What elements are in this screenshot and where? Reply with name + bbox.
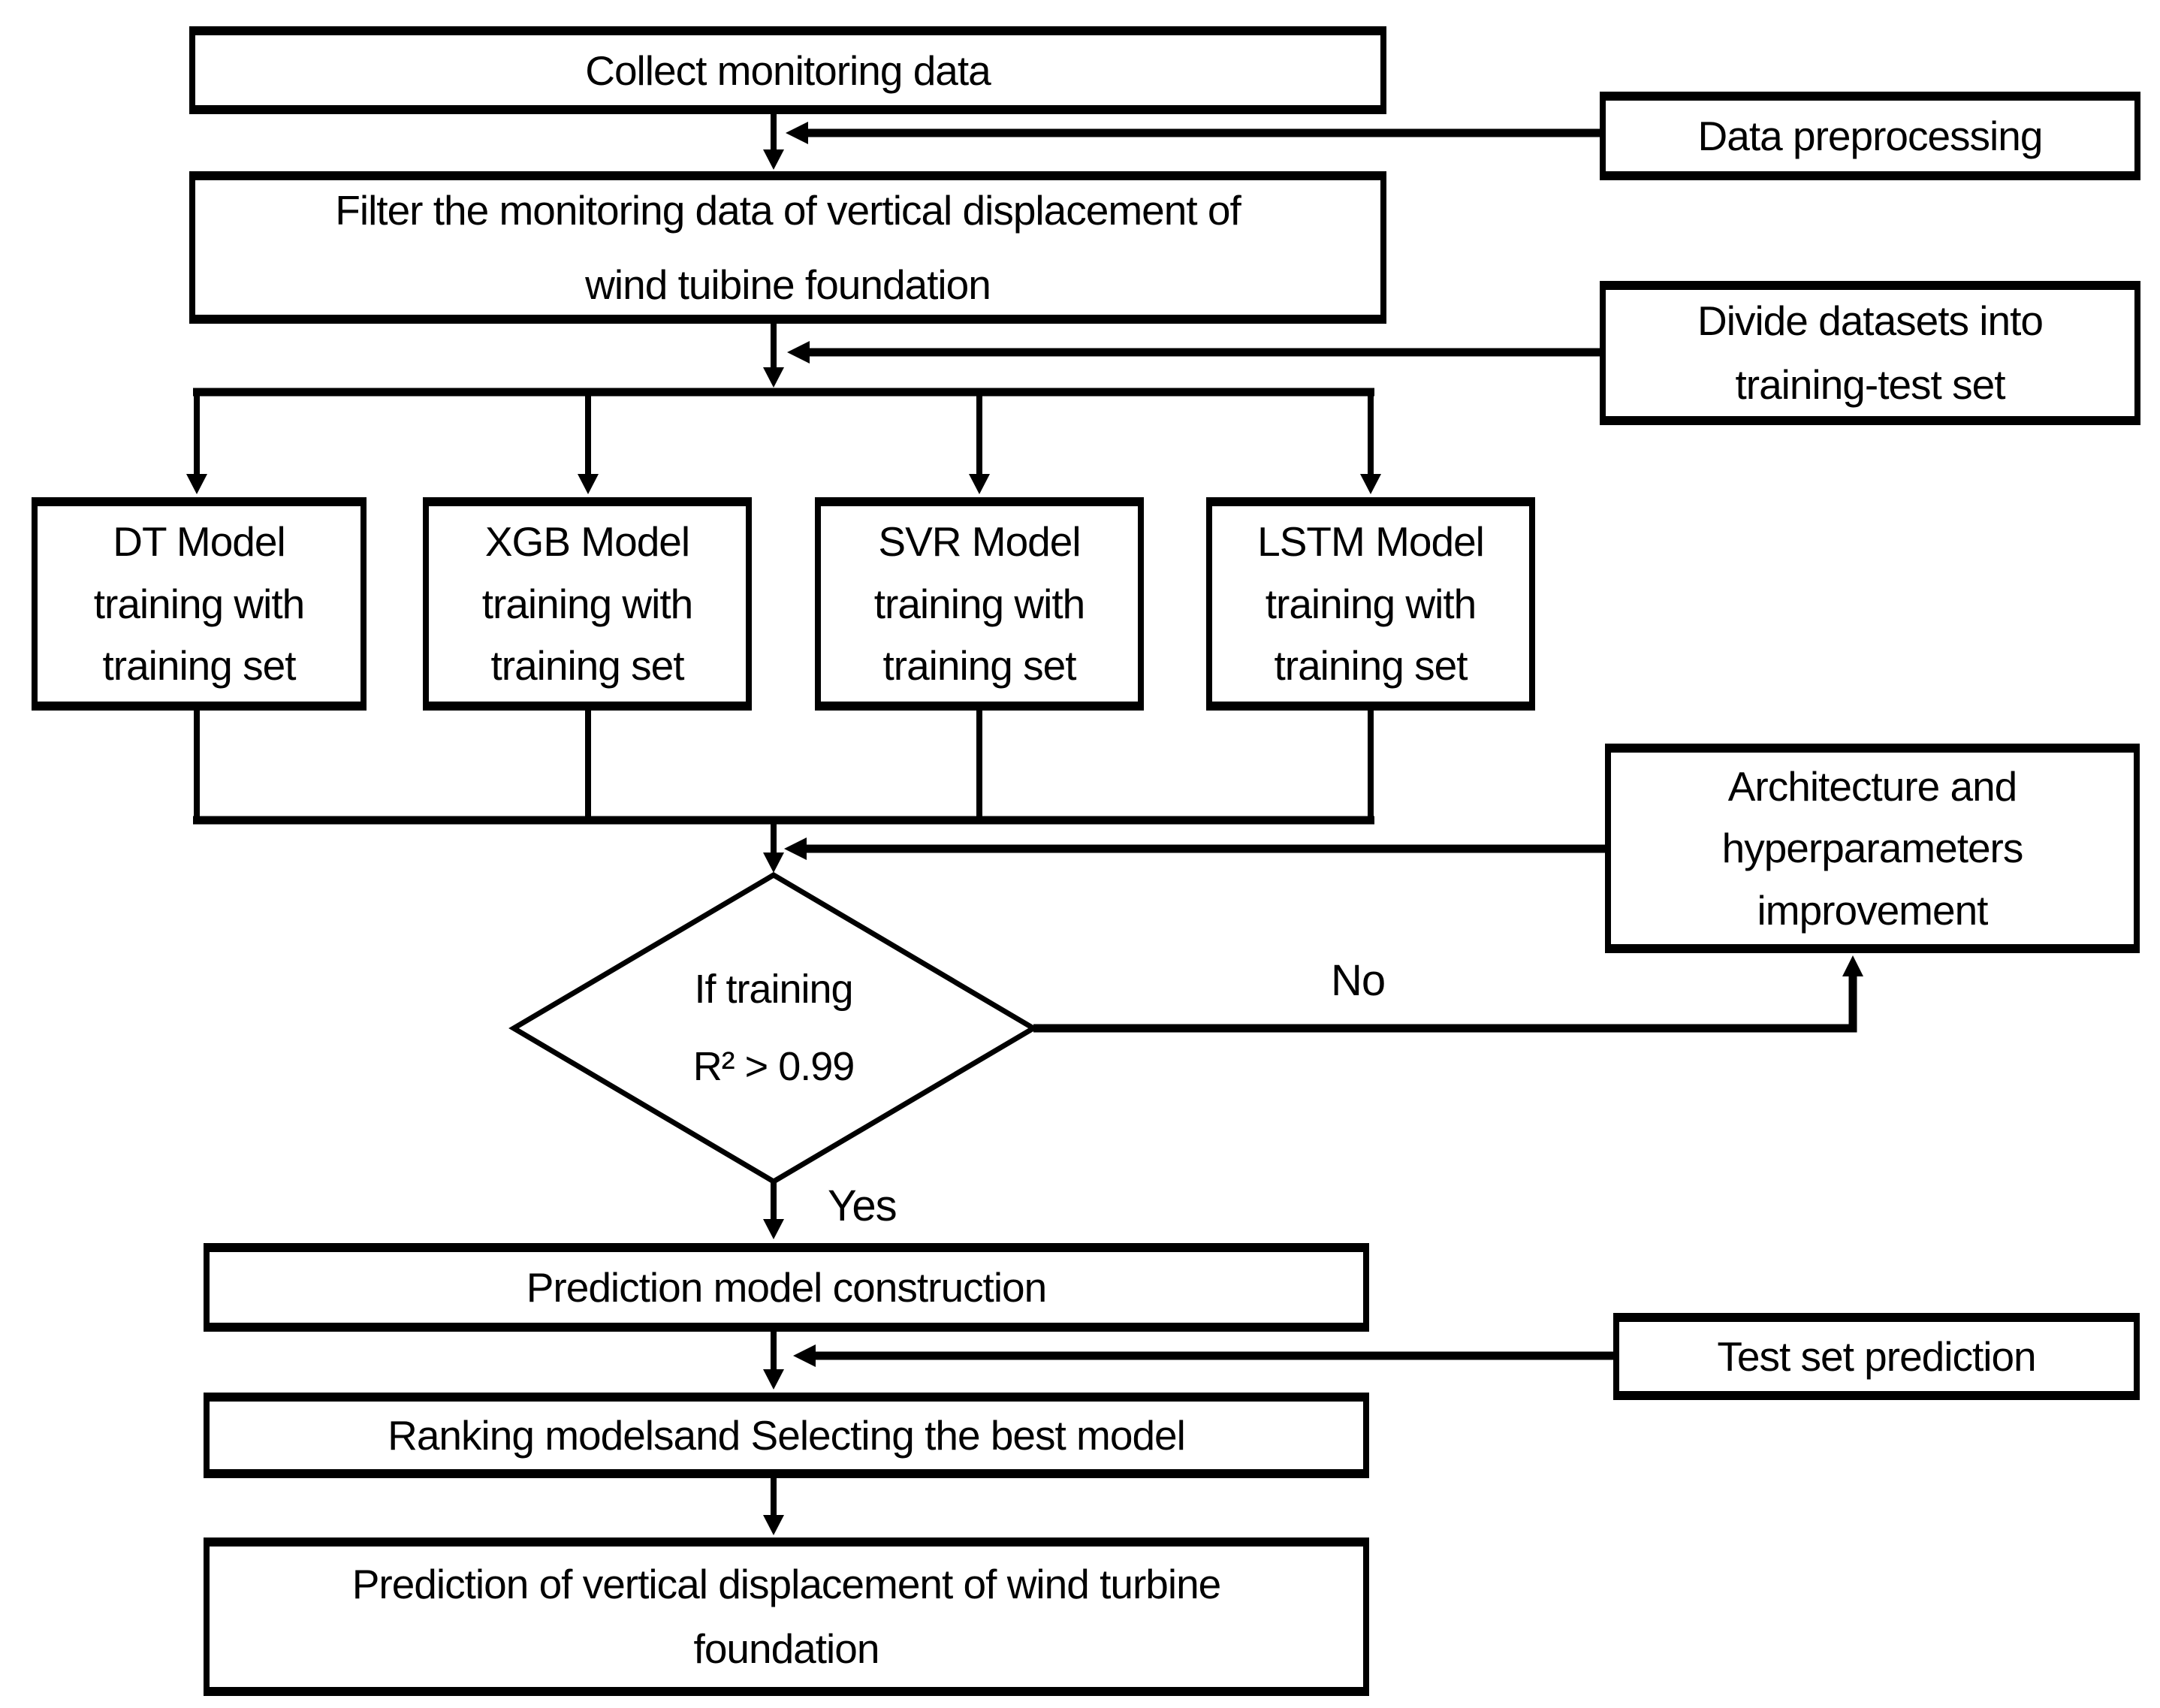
node-label-line: hyperparameters <box>1721 825 2024 872</box>
arrowhead-into-decision <box>763 852 784 873</box>
node-label-line: Architecture and <box>1727 762 2017 810</box>
node-label-line: training set <box>882 642 1076 690</box>
node-filter-monitoring-data: Filter the monitoring data of vertical d… <box>189 171 1386 324</box>
node-label-line: SVR Model <box>878 518 1081 566</box>
node-label-line: Filter the monitoring data of vertical d… <box>335 186 1241 234</box>
arrowhead-no-up <box>1842 955 1863 976</box>
node-label: Data preprocessing <box>1697 113 2044 159</box>
node-collect-monitoring-data: Collect monitoring data <box>189 26 1386 114</box>
node-label-line: Divide datasets into <box>1697 297 2044 344</box>
connector-no-loop <box>1033 975 1857 1033</box>
node-lstm-model-training: LSTM Model training with training set <box>1206 497 1535 711</box>
node-label-line: training with <box>1265 580 1477 627</box>
node-data-preprocessing: Data preprocessing <box>1600 92 2140 180</box>
node-label-line: foundation <box>693 1625 880 1672</box>
arrowhead-preprocessing-left <box>786 122 808 144</box>
arrowhead-into-dt <box>186 474 207 494</box>
node-label: Ranking modelsand Selecting the best mod… <box>388 1412 1186 1459</box>
node-label-line: training set <box>1274 642 1468 690</box>
arrowhead-into-ranking <box>763 1369 784 1390</box>
node-label: Prediction model construction <box>526 1264 1047 1311</box>
node-label-line: XGB Model <box>484 518 690 566</box>
arrowhead-into-lstm <box>1360 474 1381 494</box>
arrowhead-into-xgb <box>578 474 599 494</box>
edge-label-yes: Yes <box>828 1181 897 1230</box>
decision-label-line: If training <box>694 967 853 1012</box>
arrowhead-into-pmc <box>763 1219 784 1239</box>
arrowhead-architecture-left <box>784 837 807 860</box>
arrowhead-into-final <box>763 1515 784 1535</box>
node-dt-model-training: DT Model training with training set <box>32 497 367 711</box>
node-label: Collect monitoring data <box>585 47 991 94</box>
node-label-line: training-test set <box>1735 361 2005 408</box>
node-ranking-models: Ranking modelsand Selecting the best mod… <box>204 1393 1369 1478</box>
arrowhead-divide-left <box>787 341 810 364</box>
node-label-line: wind tuibine foundation <box>585 261 991 308</box>
node-label-line: training with <box>481 580 693 627</box>
edge-label-no: No <box>1331 956 1386 1005</box>
node-test-set-prediction: Test set prediction <box>1613 1313 2140 1400</box>
node-label-line: Prediction of vertical displacement of w… <box>351 1561 1222 1608</box>
node-label-line: training with <box>873 580 1085 627</box>
arrowhead-into-filter <box>763 149 784 170</box>
node-label: Test set prediction <box>1717 1333 2036 1380</box>
node-label-line: LSTM Model <box>1257 518 1485 566</box>
node-svr-model-training: SVR Model training with training set <box>815 497 1144 711</box>
node-final-prediction: Prediction of vertical displacement of w… <box>204 1538 1369 1696</box>
node-xgb-model-training: XGB Model training with training set <box>423 497 752 711</box>
node-label-line: DT Model <box>113 518 285 566</box>
arrowhead-into-svr <box>969 474 990 494</box>
decision-label-line: R² > 0.99 <box>692 1044 855 1089</box>
node-label-line: improvement <box>1757 886 1989 934</box>
node-label-line: training set <box>102 642 296 690</box>
node-architecture-improvement: Architecture and hyperparameters improve… <box>1605 744 2140 953</box>
node-prediction-model-construction: Prediction model construction <box>204 1243 1369 1332</box>
arrowhead-into-split <box>763 367 784 388</box>
node-divide-datasets: Divide datasets into training-test set <box>1600 281 2140 425</box>
node-decision-training-r2: If training R² > 0.99 <box>601 946 946 1111</box>
node-label-line: training with <box>93 580 305 627</box>
arrowhead-test-set-left <box>793 1344 816 1367</box>
node-label-line: training set <box>490 642 684 690</box>
